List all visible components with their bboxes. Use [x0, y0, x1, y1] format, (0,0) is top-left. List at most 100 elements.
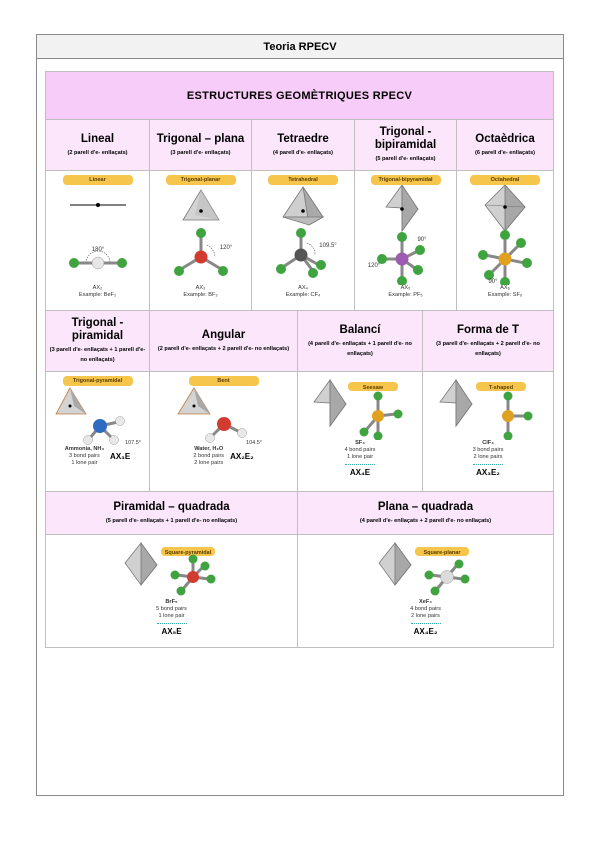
shape-tag: T-shaped — [489, 385, 513, 391]
lone-pairs: 1 lone pair — [71, 460, 98, 466]
example-label: Example: BeF₂ — [78, 292, 117, 298]
shape-tag: Square-planar — [423, 550, 461, 556]
page-frame: Teoria RPECV — [36, 34, 564, 796]
image-seesaw: Seesaw SF₄ 4 bond pairs 1 lone pair AX₄E — [298, 372, 423, 491]
shape-title: Trigonal - bipiramidal — [374, 126, 437, 151]
title-angular: Angular (2 parell d'e- enllaçats + 2 par… — [150, 311, 298, 371]
shape-subtitle: (4 parell d'e- enllaçats) — [272, 149, 334, 156]
molecule-name: SF₄ — [355, 440, 365, 446]
shape-subtitle: (4 parell d'e- enllaçats + 2 parell d'e-… — [359, 517, 492, 524]
shape-title: Tetraedre — [277, 132, 329, 145]
shape-tag: Octahedral — [470, 175, 540, 185]
shape-tag: Trigonal-planar — [165, 175, 236, 185]
square-pyramidal-diagram: Square-pyramidal — [123, 541, 215, 596]
table-banner: ESTRUCTURES GEOMÈTRIQUES RPECV — [46, 72, 553, 120]
square-planar-diagram: Square-planar — [377, 541, 469, 596]
molecule-name: Ammonia, NH₃ — [64, 446, 105, 452]
shape-title: Octaèdrica — [475, 132, 535, 145]
shape-subtitle: (2 parell d'e- enllaçats + 2 parell d'e-… — [157, 345, 290, 352]
shape-subtitle: (5 parell d'e- enllaçats) — [375, 156, 436, 162]
trigonal-planar-diagram: 120° — [173, 189, 232, 276]
image-trigonal-pyramidal: Trigonal-pyramidal 107.5° Ammonia, NH₃ 3… — [46, 372, 150, 491]
shape-title: Trigonal - piramidal — [71, 317, 124, 342]
shape-tag: Seesaw — [363, 385, 384, 391]
example-label: Example: SF₆ — [487, 292, 523, 298]
lone-pairs: 2 lone pairs — [411, 613, 440, 619]
image-t-shaped: T-shaped ClF₃ 3 bond pairs 2 lone pairs … — [423, 372, 553, 491]
image-square-pyramidal: Square-pyramidal BrF₅ 5 bond pairs 1 lon… — [46, 535, 298, 647]
formula-label: AX₃ — [195, 285, 206, 291]
bond-angle-label: 90° — [417, 237, 427, 243]
bond-angle-label: 90° — [488, 279, 498, 285]
row3-images: Square-pyramidal BrF₅ 5 bond pairs 1 lon… — [46, 535, 553, 647]
shape-tag: Tetrahedral — [268, 175, 338, 185]
lone-pairs: 2 lone pairs — [473, 454, 503, 460]
image-linear: Linear 180° AX₂ Example: BeF₂ — [46, 171, 150, 310]
trigonal-bipyramidal-diagram: 90° 120° — [367, 185, 427, 285]
bond-angle-label-2: 120° — [367, 263, 380, 269]
molecule-info: Ammonia, NH₃ 3 bond pairs 1 lone pair AX… — [65, 446, 130, 467]
shape-subtitle: (4 parell d'e- enllaçats + 1 parell d'e-… — [308, 340, 412, 357]
image-tetrahedral: Tetrahedral 109.5° AX₄ Example: CF₄ — [252, 171, 355, 310]
title-plana-quadrada: Plana – quadrada (4 parell d'e- enllaçat… — [298, 492, 553, 534]
shape-tag: Bent — [188, 376, 259, 386]
linear-molecule-diagram: 180° — [68, 203, 127, 270]
molecule-name: Water, H₂O — [194, 446, 224, 452]
formula-label: AX₃E₂ — [476, 468, 500, 477]
formula-label: AX₂ — [92, 285, 103, 291]
tetrahedral-diagram: 109.5° — [276, 186, 337, 278]
shape-title: Plana – quadrada — [377, 500, 474, 513]
lone-pairs: 1 lone pair — [158, 613, 185, 619]
shape-title: Lineal — [80, 132, 115, 145]
example-label: Example: PF₅ — [388, 292, 423, 298]
bond-angle-label: 109.5° — [319, 243, 337, 249]
shape-subtitle: (3 parell d'e- enllaçats + 1 parell d'e-… — [49, 347, 146, 363]
title-lineal: Lineal (2 parell d'e- enllaçats) — [46, 120, 150, 170]
shape-title: Piramidal – quadrada — [113, 500, 230, 513]
image-bent: Bent 104.5° Water, H₂O 2 bond pairs 2 lo… — [150, 372, 298, 491]
bond-pairs: 4 bond pairs — [410, 606, 441, 612]
divider — [156, 623, 187, 624]
shape-subtitle: (3 parell d'e- enllaçats) — [170, 149, 231, 156]
page-title: Teoria RPECV — [37, 35, 563, 59]
image-square-planar: Square-planar XeF₄ 4 bond pairs 2 lone p… — [298, 535, 553, 647]
formula-label: AX₄E — [349, 468, 371, 477]
divider — [410, 623, 441, 624]
formula-label: AX₃E — [110, 452, 131, 461]
shape-subtitle: (3 parell d'e- enllaçats + 2 parell d'e-… — [436, 340, 540, 357]
example-label: Example: BF₃ — [183, 292, 218, 298]
row2-titles: Trigonal - piramidal (3 parell d'e- enll… — [46, 311, 553, 372]
bond-angle-label: 180° — [91, 247, 104, 253]
row2-images: Trigonal-pyramidal 107.5° Ammonia, NH₃ 3… — [46, 372, 553, 492]
formula-label: AX₆ — [500, 285, 510, 291]
title-trigonal-bipiramidal: Trigonal - bipiramidal (5 parell d'e- en… — [355, 120, 457, 170]
row1-titles: Lineal (2 parell d'e- enllaçats) Trigona… — [46, 120, 553, 171]
title-trigonal-plana: Trigonal – plana (3 parell d'e- enllaçat… — [150, 120, 252, 170]
bond-pairs: 4 bond pairs — [344, 447, 376, 453]
shape-subtitle: (6 parell d'e- enllaçats) — [474, 149, 536, 156]
bond-pairs: 3 bond pairs — [69, 453, 100, 459]
divider — [345, 464, 375, 465]
molecule-name: XeF₄ — [419, 599, 432, 605]
bond-angle-label: 107.5° — [125, 440, 141, 446]
image-trigonal-bipyramidal: Trigonal-bipyramidal 90° 120° AX₅ — [355, 171, 457, 310]
formula-label: AX₅E — [161, 627, 182, 636]
lone-pairs: 1 lone pair — [346, 454, 374, 460]
row1-images: Linear 180° AX₂ Example: BeF₂ Trigonal-p… — [46, 171, 553, 311]
row3-titles: Piramidal – quadrada (5 parell d'e- enll… — [46, 492, 553, 535]
octahedral-diagram: 90° — [478, 185, 532, 285]
molecule-name: ClF₃ — [482, 440, 494, 446]
t-shaped-diagram: T-shaped — [439, 378, 533, 440]
formula-label: AX₅ — [400, 285, 411, 291]
bent-diagram: 104.5° — [176, 387, 261, 446]
bond-pairs: 5 bond pairs — [156, 606, 187, 612]
molecule-info: Water, H₂O 2 bond pairs 2 lone pairs AX₂… — [193, 446, 253, 467]
trigonal-pyramidal-diagram: 107.5° — [54, 387, 141, 446]
title-piramidal-quadrada: Piramidal – quadrada (5 parell d'e- enll… — [46, 492, 298, 534]
bond-pairs: 3 bond pairs — [472, 447, 504, 453]
formula-label: AX₂E₂ — [230, 452, 254, 461]
shape-title: Angular — [201, 328, 246, 341]
title-trigonal-piramidal: Trigonal - piramidal (3 parell d'e- enll… — [46, 311, 150, 371]
image-trigonal-planar: Trigonal-planar 120° AX₃ Example: BF₃ — [150, 171, 252, 310]
shape-tag: Trigonal-pyramidal — [62, 376, 133, 386]
